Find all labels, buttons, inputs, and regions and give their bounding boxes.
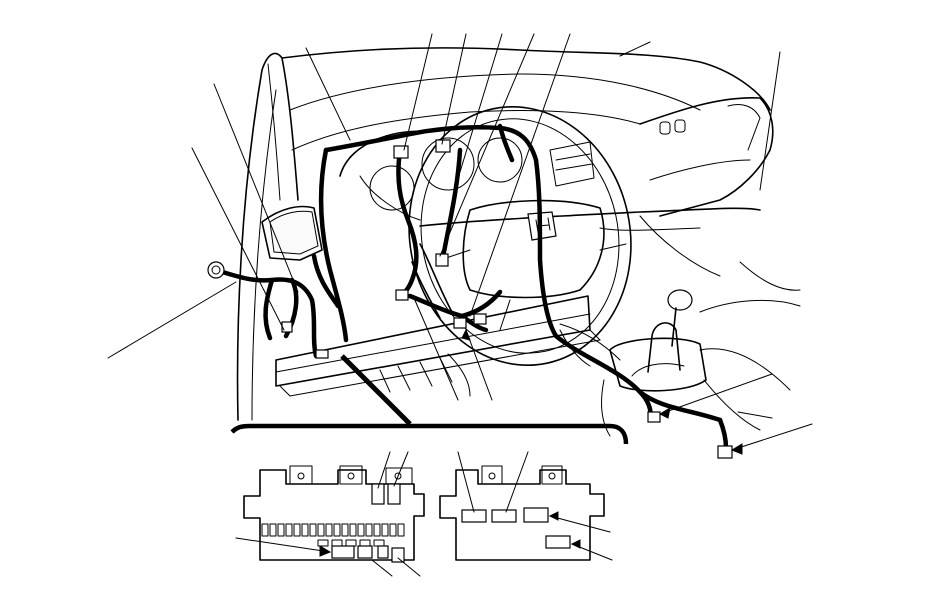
fuse-box-left-connector-3	[377, 545, 389, 559]
connector-d	[395, 289, 409, 301]
control-box-connector-3	[523, 507, 549, 523]
control-box-connector-1	[461, 509, 487, 523]
grommet	[207, 261, 225, 279]
connector-e	[453, 317, 467, 329]
relay-1	[371, 483, 385, 505]
steering-wheel	[339, 106, 632, 366]
control-box-connector-2	[491, 509, 517, 523]
control-box-connector-4	[545, 535, 571, 549]
connectors	[207, 139, 733, 459]
connector-i	[717, 445, 733, 459]
connector-b	[435, 139, 451, 153]
connector-f	[473, 313, 487, 325]
connector-a	[393, 145, 409, 159]
fuse-box-left-connector-2	[357, 545, 373, 559]
fuse-box-left	[235, 451, 425, 577]
wire-harness	[213, 123, 729, 451]
connector-g	[315, 349, 329, 359]
dashboard-outline	[236, 47, 801, 437]
connector-j	[281, 321, 293, 333]
control-box-right	[439, 451, 613, 561]
connector-h	[647, 411, 661, 423]
detail-pointer	[230, 354, 629, 445]
lower-dash-panel	[261, 205, 621, 397]
fuse-box-left-connector-1	[331, 545, 355, 559]
relay-2	[387, 483, 401, 505]
fuse-box-left-connector-4	[391, 547, 405, 563]
callout-leaders	[107, 33, 813, 455]
connector-c	[435, 253, 449, 267]
fuse-row	[261, 523, 405, 547]
